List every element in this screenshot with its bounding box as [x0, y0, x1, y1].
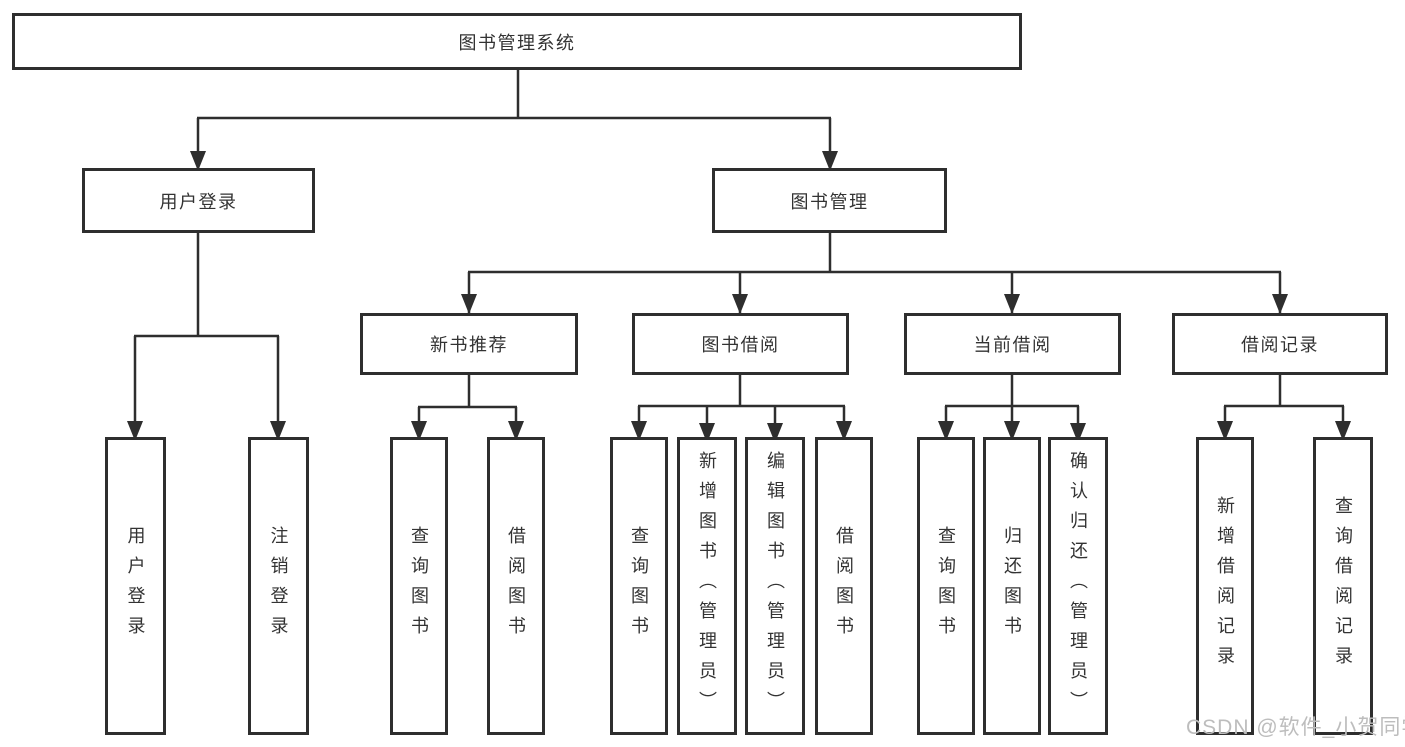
- node-leaf-query-borrow-record: 查询借阅记录: [1313, 437, 1373, 735]
- leaf-label: 查询借阅记录: [1333, 496, 1353, 676]
- node-current-borrow: 当前借阅: [904, 313, 1121, 375]
- leaf-label: 查询图书: [936, 526, 956, 646]
- node-leaf-query-book-2: 查询图书: [610, 437, 668, 735]
- node-leaf-query-book-3: 查询图书: [917, 437, 975, 735]
- node-leaf-confirm-return-admin: 确认归还（管理员）: [1048, 437, 1108, 735]
- node-book-management: 图书管理: [712, 168, 947, 233]
- node-leaf-add-borrow-record: 新增借阅记录: [1196, 437, 1254, 735]
- leaf-label: 确认归还（管理员）: [1068, 451, 1088, 721]
- node-root: 图书管理系统: [12, 13, 1022, 70]
- node-leaf-user-login: 用户登录: [105, 437, 166, 735]
- leaf-label: 借阅图书: [506, 526, 526, 646]
- leaf-label: 注销登录: [268, 526, 289, 646]
- node-leaf-edit-book-admin: 编辑图书（管理员）: [745, 437, 805, 735]
- node-user-login: 用户登录: [82, 168, 315, 233]
- leaf-label: 编辑图书（管理员）: [765, 451, 785, 721]
- csdn-watermark: CSDN @软件_小贺同学: [1186, 716, 1405, 739]
- node-leaf-query-book-1: 查询图书: [390, 437, 448, 735]
- leaf-label: 新增图书（管理员）: [697, 451, 717, 721]
- node-leaf-borrow-book-2: 借阅图书: [815, 437, 873, 735]
- node-new-book-recommend: 新书推荐: [360, 313, 578, 375]
- leaf-label: 新增借阅记录: [1215, 496, 1235, 676]
- leaf-label: 归还图书: [1002, 526, 1022, 646]
- node-leaf-return-book: 归还图书: [983, 437, 1041, 735]
- leaf-label: 借阅图书: [834, 526, 854, 646]
- node-leaf-logout: 注销登录: [248, 437, 309, 735]
- leaf-label: 查询图书: [409, 526, 429, 646]
- node-leaf-borrow-book-1: 借阅图书: [487, 437, 545, 735]
- node-borrow-records: 借阅记录: [1172, 313, 1388, 375]
- leaf-label: 用户登录: [125, 526, 146, 646]
- node-book-borrow: 图书借阅: [632, 313, 849, 375]
- leaf-label: 查询图书: [629, 526, 649, 646]
- node-leaf-add-book-admin: 新增图书（管理员）: [677, 437, 737, 735]
